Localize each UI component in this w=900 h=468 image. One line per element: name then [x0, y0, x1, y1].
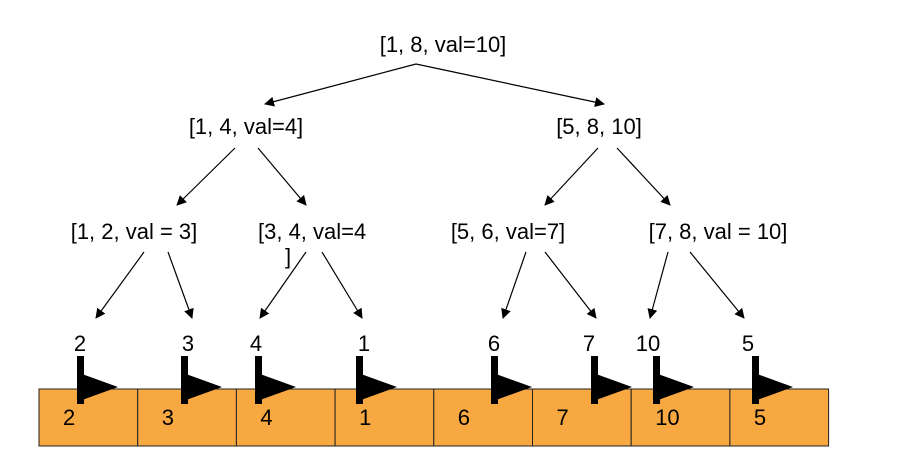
arrow-1-2-to-leaf-3 [167, 251, 194, 319]
arrow-root-to-left [264, 63, 417, 107]
arrow-left-to-1-2 [176, 147, 236, 206]
array-cell-value: 3 [162, 405, 174, 430]
arrow-7-8-to-leaf-5 [689, 251, 745, 319]
flag-pole-icon [591, 356, 598, 404]
leaf-value-label: 10 [636, 331, 660, 356]
array-cell-value: 10 [655, 405, 679, 430]
arrow-7-8-to-leaf-10 [647, 251, 669, 319]
root-node-label: [1, 8, val=10] [380, 32, 507, 57]
flag-icon [596, 374, 632, 400]
leaf-value-label: 7 [583, 331, 595, 356]
arrow-root-to-right [415, 63, 605, 108]
flag-pole-icon [491, 356, 498, 404]
flag-pole-icon [356, 356, 363, 404]
arrow-3-4-to-leaf-4 [259, 251, 307, 319]
node-label-5-6: [5, 6, val=7] [451, 219, 565, 244]
array-cell [630, 388, 731, 447]
node-label-left: [1, 4, val=4] [189, 114, 303, 139]
leaf-array: 2 2 3 3 4 4 1 1 6 6 7 7 10 10 5 5 [38, 331, 830, 447]
array-cell-value: 1 [359, 405, 371, 430]
array-cell-value: 6 [458, 405, 470, 430]
array-cell [433, 388, 533, 447]
flag-icon [658, 374, 694, 400]
arrow-right-to-7-8 [616, 147, 671, 206]
flag-pole-icon [77, 356, 84, 404]
array-cell [235, 388, 336, 447]
arrow-left-to-3-4 [257, 147, 307, 206]
node-label-1-2: [1, 2, val = 3] [71, 219, 198, 244]
arrow-right-to-5-6 [544, 147, 599, 206]
flag-pole-icon [653, 356, 660, 404]
flag-icon [496, 374, 532, 400]
leaf-value-label: 1 [358, 331, 370, 356]
array-cell [729, 388, 830, 447]
arrow-5-6-to-leaf-6 [501, 251, 527, 319]
flag-icon [361, 374, 397, 400]
array-cell-value: 5 [754, 405, 766, 430]
flag-pole-icon [181, 356, 188, 404]
leaf-value-label: 3 [182, 331, 194, 356]
node-label-right: [5, 8, 10] [556, 114, 642, 139]
leaf-value-label: 6 [488, 331, 500, 356]
flag-icon [757, 374, 793, 400]
node-label-3-4-tail: ] [285, 244, 291, 269]
node-label-3-4: [3, 4, val=4 [258, 219, 366, 244]
leaf-value-label: 2 [74, 331, 86, 356]
array-cell-value: 7 [557, 405, 569, 430]
arrow-5-6-to-leaf-7 [544, 251, 597, 319]
flag-icon [82, 374, 118, 400]
node-label-7-8: [7, 8, val = 10] [649, 219, 788, 244]
flag-pole-icon [255, 356, 262, 404]
leaf-value-label: 4 [250, 331, 262, 356]
flag-icon [260, 374, 296, 400]
array-cell [334, 388, 435, 447]
tree-arrows [95, 63, 745, 319]
array-cell-value: 2 [63, 405, 75, 430]
flag-icon [186, 374, 222, 400]
arrow-1-2-to-leaf-2 [95, 251, 145, 319]
array-cell-value: 4 [260, 405, 272, 430]
arrow-3-4-to-leaf-1 [321, 251, 363, 319]
flag-pole-icon [752, 356, 759, 404]
leaf-value-label: 5 [742, 331, 754, 356]
array-cell [532, 388, 632, 447]
array-cell [38, 388, 139, 447]
